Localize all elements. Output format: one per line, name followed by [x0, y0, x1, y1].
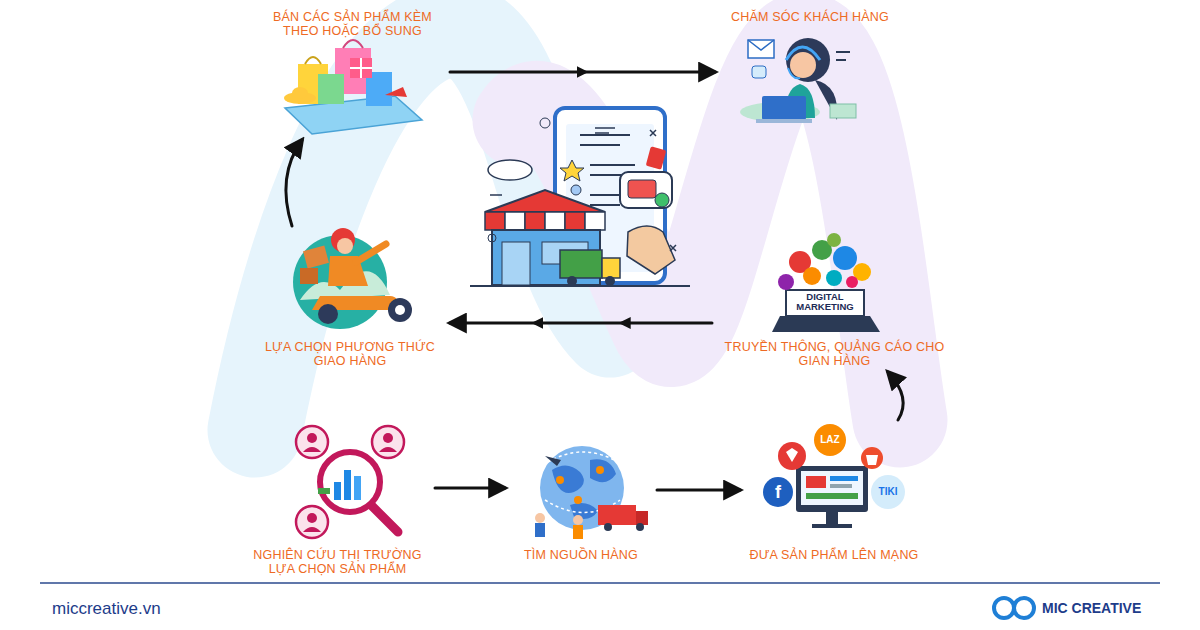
process-step: NGHIÊN CỨU THỊ TRƯỜNG LỰA CHỌN SẢN PHẨM [240, 420, 435, 580]
step-label: TRUYỀN THÔNG, QUẢNG CÁO CHO GIAN HÀNG [722, 340, 947, 368]
brand-name: MIC CREATIVE [1042, 600, 1162, 616]
digital-marketing-icon [772, 233, 880, 332]
brand-logo [994, 598, 1034, 618]
market-research-icon [296, 426, 404, 538]
flow-arrow [450, 322, 712, 325]
process-step: TÌM NGUỒN HÀNG [505, 440, 657, 566]
step-label: LỰA CHỌN PHƯƠNG THỨC GIAO HÀNG [260, 340, 440, 368]
customer-care-icon [740, 38, 856, 123]
sourcing-globe-icon [535, 446, 648, 539]
website-url: miccreative.vn [52, 599, 212, 619]
process-step: LỰA CHỌN PHƯƠNG THỨC GIAO HÀNG [250, 226, 450, 372]
shopping-bags-icon [284, 40, 422, 134]
step-label: ĐƯA SẢN PHẨM LÊN MẠNG [744, 548, 924, 562]
flow-arrow [435, 487, 505, 490]
flow-arrow [888, 372, 903, 420]
footer-rule [40, 582, 1160, 584]
step-label: CHĂM SÓC KHÁCH HÀNG [720, 10, 900, 24]
online-platforms-icon [763, 424, 905, 528]
brand-badge: LAZ [816, 434, 844, 445]
delivery-scooter-icon [293, 228, 412, 329]
icon-text: DIGITAL MARKETING [786, 292, 864, 312]
process-step: CHĂM SÓC KHÁCH HÀNG [715, 6, 905, 128]
flow-arrow [286, 140, 302, 226]
step-label: TÌM NGUỒN HÀNG [511, 548, 651, 562]
online-shop-illustration [470, 108, 690, 286]
flow-arrow [450, 71, 715, 74]
step-label: BÁN CÁC SẢN PHẨM KÈM THEO HOẶC BỔ SUNG [265, 10, 440, 38]
brand-badge: TIKI [872, 486, 904, 497]
flow-arrow [657, 489, 740, 492]
process-step: BÁN CÁC SẢN PHẨM KÈM THEO HOẶC BỔ SUNG [255, 6, 450, 140]
brand-badge: f [771, 482, 785, 503]
step-label: NGHIÊN CỨU THỊ TRƯỜNG LỰA CHỌN SẢN PHẨM [248, 548, 428, 576]
